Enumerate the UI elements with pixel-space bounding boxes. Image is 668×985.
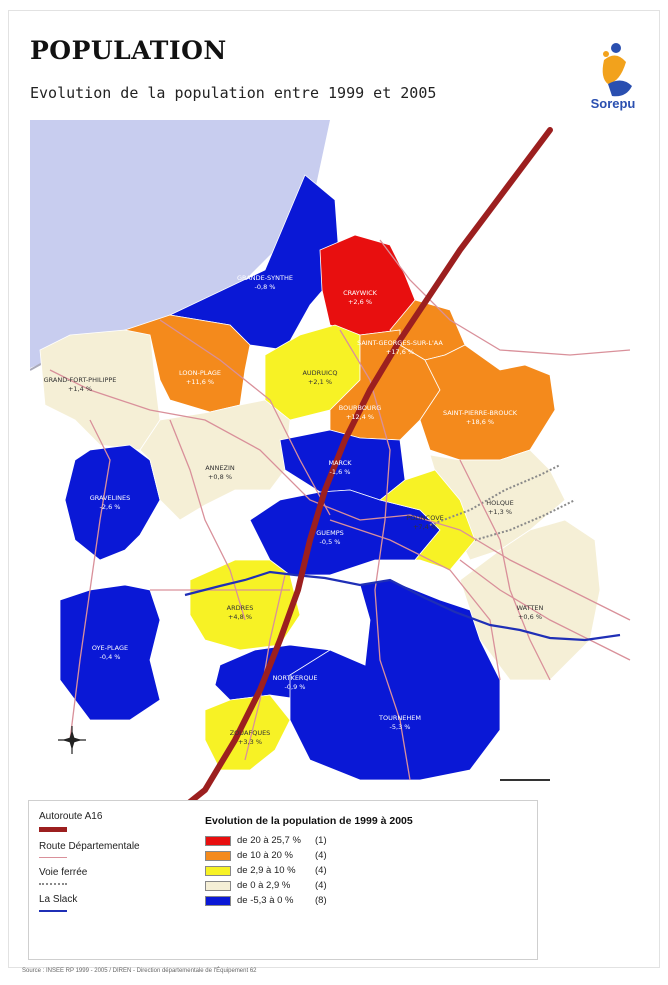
- legend-road-swatch: [39, 857, 67, 858]
- legend-road-label: Route Départementale: [39, 841, 140, 852]
- legend-highway-label: Autoroute A16: [39, 811, 103, 822]
- commune-labels: GRANDE-SYNTHE-0,8 % CRAYWICK+2,6 % SAINT-G…: [44, 274, 544, 746]
- map-svg: GRANDE-SYNTHE-0,8 % CRAYWICK+2,6 % SAINT-G…: [30, 120, 631, 810]
- commune-name: LOON-PLAGE: [179, 369, 221, 377]
- legend-river-label: La Slack: [39, 894, 78, 905]
- legend-class-row: de 10 à 20 % (4): [205, 850, 525, 861]
- legend-class-count: (8): [315, 895, 327, 906]
- commune-area: [64, 444, 161, 561]
- commune-value: -0,5 %: [320, 538, 341, 546]
- legend-class-label: de 10 à 20 %: [237, 850, 293, 861]
- legend-classes-title: Evolution de la population de 1999 à 200…: [205, 815, 413, 827]
- commune-value: +2,6 %: [348, 298, 372, 306]
- legend-lines: Autoroute A16 Route Départementale Voie …: [39, 811, 209, 921]
- legend-class-label: de -5,3 à 0 %: [237, 895, 294, 906]
- legend-class-count: (1): [315, 835, 327, 846]
- commune-name: GRAND-FORT-PHILIPPE: [44, 376, 117, 384]
- commune-name: ZOUAFQUES: [230, 729, 271, 737]
- commune-name: WATTEN: [517, 604, 544, 612]
- page-subtitle: Evolution de la population entre 1999 et…: [30, 84, 437, 102]
- commune-value: +11,6 %: [186, 378, 214, 386]
- legend-class-count: (4): [315, 850, 327, 861]
- commune-name: POLINCOVE: [406, 514, 444, 522]
- legend-class-row: de 0 à 2,9 % (4): [205, 880, 525, 891]
- commune-value: +4,8 %: [228, 613, 252, 621]
- highway-a16: [177, 127, 553, 810]
- legend-class-label: de 2,9 à 10 %: [237, 865, 296, 876]
- sea-area: [30, 120, 330, 368]
- commune-name: MARCK: [328, 459, 352, 467]
- commune-area: [59, 584, 161, 721]
- legend-railway-swatch: [39, 883, 67, 885]
- commune-area: [39, 329, 161, 451]
- page-title: POPULATION: [30, 36, 227, 65]
- commune-name: SAINT-GEORGES-SUR-L'AA: [357, 339, 443, 347]
- source-note: Source : INSEE RP 1999 - 2005 / DIREN - …: [22, 968, 257, 974]
- sorepu-logo-icon: [602, 43, 632, 97]
- legend-class-row: de -5,3 à 0 % (8): [205, 895, 525, 906]
- river-slack: [184, 570, 621, 642]
- legend-class-swatch: [205, 865, 231, 876]
- outer-area: [500, 640, 630, 810]
- legend-class-row: de 20 à 25,7 % (1): [205, 835, 525, 846]
- commune-value: +3,3 %: [238, 738, 262, 746]
- commune-name: SAINT-PIERRE-BROUCK: [443, 409, 518, 417]
- commune-name: BOURBOURG: [339, 404, 382, 412]
- legend-railway-label: Voie ferrée: [39, 867, 88, 878]
- legend-classes: Evolution de la population de 1999 à 200…: [205, 815, 525, 910]
- legend-class-label: de 20 à 25,7 %: [237, 835, 301, 846]
- legend-class-row: de 2,9 à 10 % (4): [205, 865, 525, 876]
- commune-value: -0,8 %: [255, 283, 276, 291]
- departmental-roads: [49, 239, 631, 781]
- commune-name: CRAYWICK: [343, 289, 378, 297]
- commune-value: -2,6 %: [100, 503, 121, 511]
- commune-name: GUEMPS: [316, 529, 344, 537]
- commune-name: HOLQUE: [486, 499, 514, 507]
- commune-value: -0,4 %: [100, 653, 121, 661]
- commune-area: [419, 344, 556, 461]
- commune-value: +17,6 %: [386, 348, 414, 356]
- legend-class-count: (4): [315, 865, 327, 876]
- legend-highway-swatch: [39, 827, 67, 832]
- commune-area: [289, 579, 501, 781]
- commune-area: [139, 399, 291, 521]
- legend-class-swatch: [205, 895, 231, 906]
- commune-name: GRANDE-SYNTHE: [237, 274, 293, 282]
- commune-name: ANNEZIN: [205, 464, 235, 472]
- commune-value: -5,3 %: [390, 723, 411, 731]
- map-legend: Autoroute A16 Route Départementale Voie …: [28, 800, 538, 960]
- commune-name: GRAVELINES: [90, 494, 131, 502]
- commune-name: OYE-PLAGE: [92, 644, 128, 652]
- logo-text: Sorepu: [590, 96, 636, 111]
- commune-name: ARDRES: [227, 604, 254, 612]
- commune-value: +0,6 %: [518, 613, 542, 621]
- map-canvas: GRANDE-SYNTHE-0,8 % CRAYWICK+2,6 % SAINT-G…: [30, 120, 640, 810]
- commune-value: +12,4 %: [346, 413, 374, 421]
- compass-rose-icon: [58, 726, 86, 754]
- commune-name: AUDRUICQ: [302, 369, 337, 377]
- commune-value: +1,4 %: [68, 385, 92, 393]
- commune-value: +2,1 %: [308, 378, 332, 386]
- commune-value: -0,9 %: [285, 683, 306, 691]
- commune-name: TOURNEHEM: [378, 714, 421, 722]
- commune-value: +18,6 %: [466, 418, 494, 426]
- commune-value: +0,8 %: [208, 473, 232, 481]
- legend-class-swatch: [205, 880, 231, 891]
- commune-name: NORTKERQUE: [273, 674, 318, 682]
- commune-value: +1,3 %: [488, 508, 512, 516]
- commune-value: +7,4 %: [413, 523, 437, 531]
- legend-class-swatch: [205, 835, 231, 846]
- legend-class-swatch: [205, 850, 231, 861]
- legend-river-swatch: [39, 910, 67, 912]
- railway-line: [429, 464, 561, 526]
- legend-class-count: (4): [315, 880, 327, 891]
- legend-class-label: de 0 à 2,9 %: [237, 880, 291, 891]
- commune-value: -1,6 %: [330, 468, 351, 476]
